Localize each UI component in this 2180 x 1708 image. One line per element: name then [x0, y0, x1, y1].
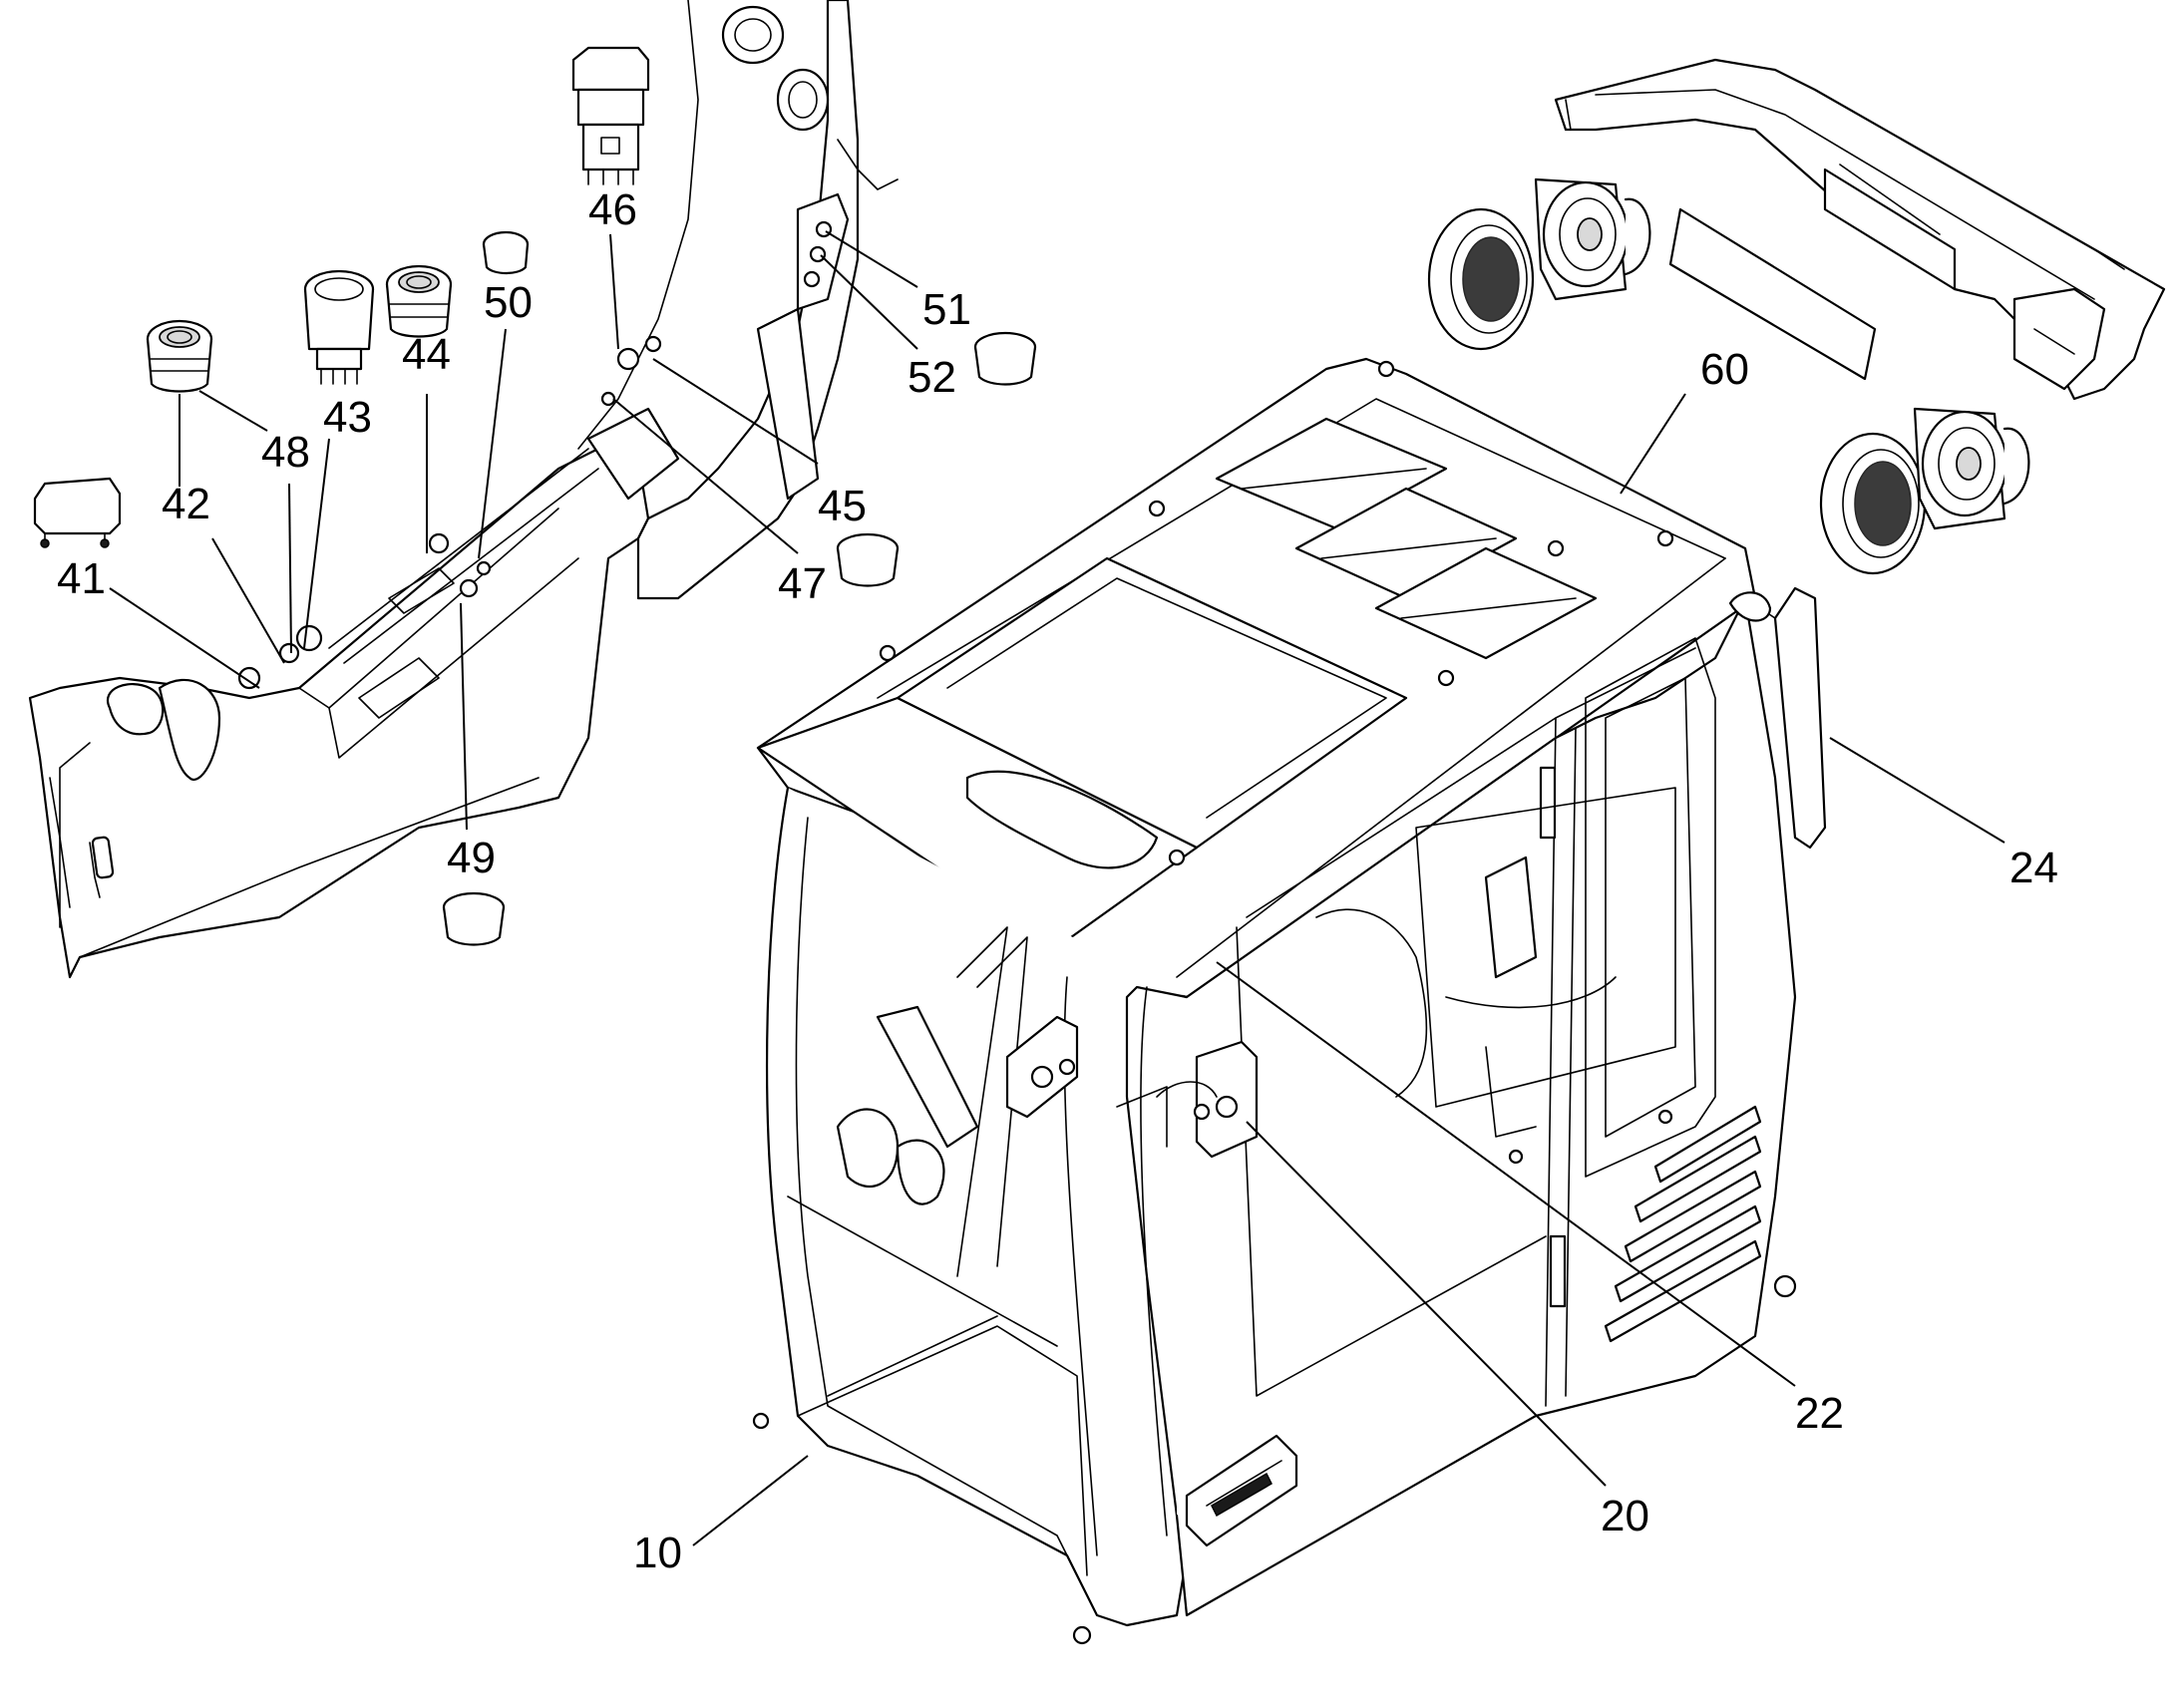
callout-46: 46	[588, 185, 637, 234]
leader-48-b	[288, 483, 292, 654]
callout-20: 20	[1601, 1492, 1649, 1540]
leader-42	[211, 537, 285, 664]
callout-60: 60	[1700, 345, 1749, 394]
callout-42: 42	[162, 480, 210, 528]
callout-24: 24	[2009, 844, 2058, 892]
speaker-grille-lower	[1819, 432, 1927, 575]
callout-44: 44	[402, 330, 451, 379]
switch-cover	[33, 477, 122, 548]
plug-lower	[442, 891, 506, 946]
rotary-knob-42	[146, 319, 213, 393]
callout-22: 22	[1795, 1389, 1844, 1438]
leader-51	[825, 230, 918, 288]
switch-46	[571, 46, 650, 185]
callout-50: 50	[484, 278, 533, 327]
leader-46	[609, 233, 619, 350]
speaker-unit-upper	[1534, 177, 1651, 301]
leader-52	[820, 254, 918, 350]
callout-52: 52	[908, 353, 956, 402]
leader-45	[652, 358, 819, 465]
callout-43: 43	[323, 393, 372, 442]
filter-panel	[1668, 207, 1877, 381]
console-panel	[28, 0, 899, 979]
leader-10	[692, 1455, 809, 1546]
callout-49: 49	[447, 834, 496, 882]
air-duct	[1554, 58, 2166, 401]
callout-labels: 41 42 48 43 44 50 46 49 45 47 51 52 60 2…	[57, 185, 2058, 1577]
plug-50	[482, 230, 530, 275]
rotary-knob-44	[385, 264, 453, 338]
leader-20	[1246, 1121, 1607, 1487]
callout-41: 41	[57, 554, 106, 603]
leader-43	[303, 438, 330, 649]
callout-47: 47	[778, 559, 827, 608]
plug-upper-right	[973, 331, 1037, 386]
leader-47	[612, 398, 799, 554]
plug-mid	[836, 532, 900, 587]
leader-50	[478, 328, 507, 559]
leader-41	[109, 587, 260, 689]
leader-24	[1829, 737, 2005, 844]
leader-60	[1620, 393, 1686, 495]
leader-49	[460, 602, 468, 831]
leader-22	[1216, 961, 1796, 1387]
speaker-grille-upper	[1427, 207, 1535, 351]
leader-lines	[109, 230, 2005, 1546]
leader-48	[198, 390, 268, 432]
callout-48: 48	[261, 428, 310, 477]
callout-45: 45	[818, 482, 867, 530]
cab-body	[752, 357, 1827, 1645]
callout-10: 10	[633, 1529, 682, 1577]
speaker-unit-lower	[1913, 407, 2030, 530]
gauge-43	[303, 269, 375, 385]
callout-51: 51	[922, 285, 971, 334]
